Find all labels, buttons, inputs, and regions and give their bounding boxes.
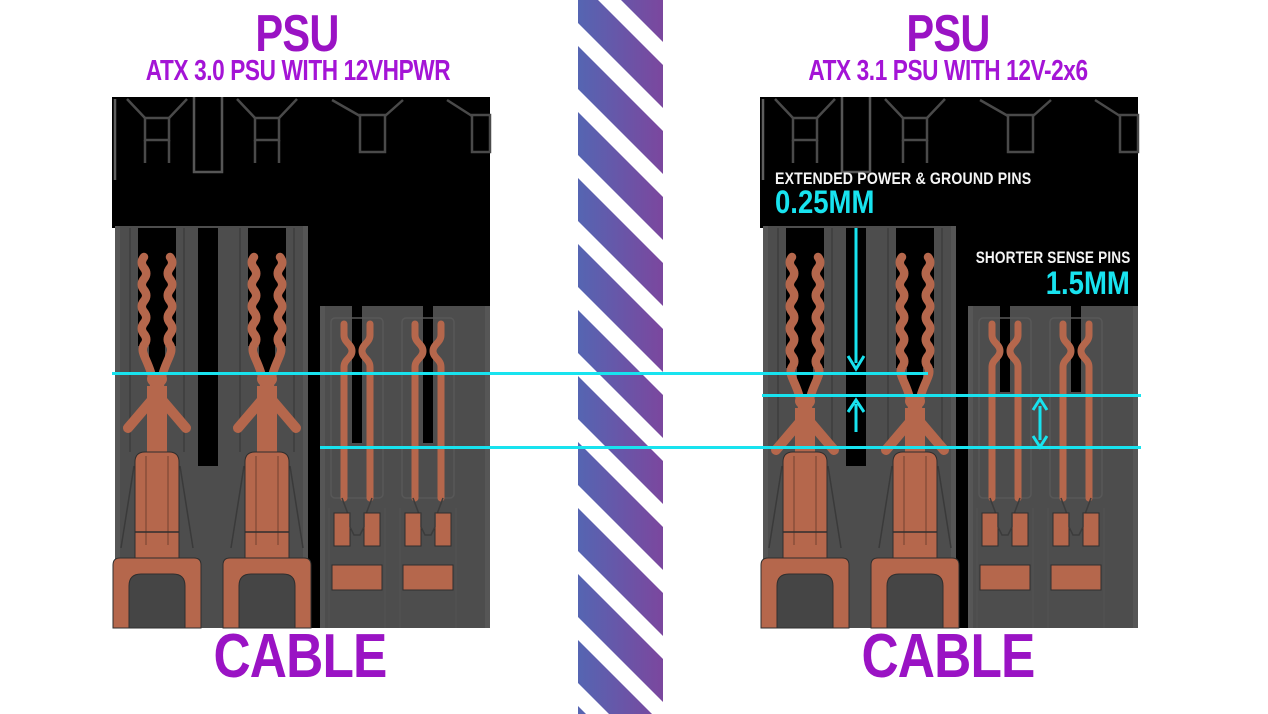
right-connector-12v-2x6 [760, 97, 1140, 629]
latch-outlines [761, 97, 1140, 180]
latch-outlines [113, 97, 492, 180]
shorter-sense-pins-label: SHORTER SENSE PINS [975, 248, 1130, 267]
right-cable-label: CABLE [861, 622, 1035, 691]
left-connector-12vhpwr [112, 97, 492, 629]
left-cable-label: CABLE [213, 622, 387, 691]
right-psu-title: PSU [906, 5, 990, 63]
left-psu-subtitle: ATX 3.0 PSU WITH 12VHPWR [145, 55, 451, 87]
left-psu-title: PSU [255, 5, 339, 63]
shorter-sense-pins-value: 1.5MM [1045, 265, 1130, 301]
extended-power-pins-label: EXTENDED POWER & GROUND PINS [775, 169, 1032, 188]
right-psu-subtitle: ATX 3.1 PSU WITH 12V-2x6 [808, 55, 1088, 87]
extended-power-pins-value: 0.25MM [775, 184, 875, 220]
divider-stripes [578, 0, 663, 714]
measurement-lines [112, 228, 1141, 450]
